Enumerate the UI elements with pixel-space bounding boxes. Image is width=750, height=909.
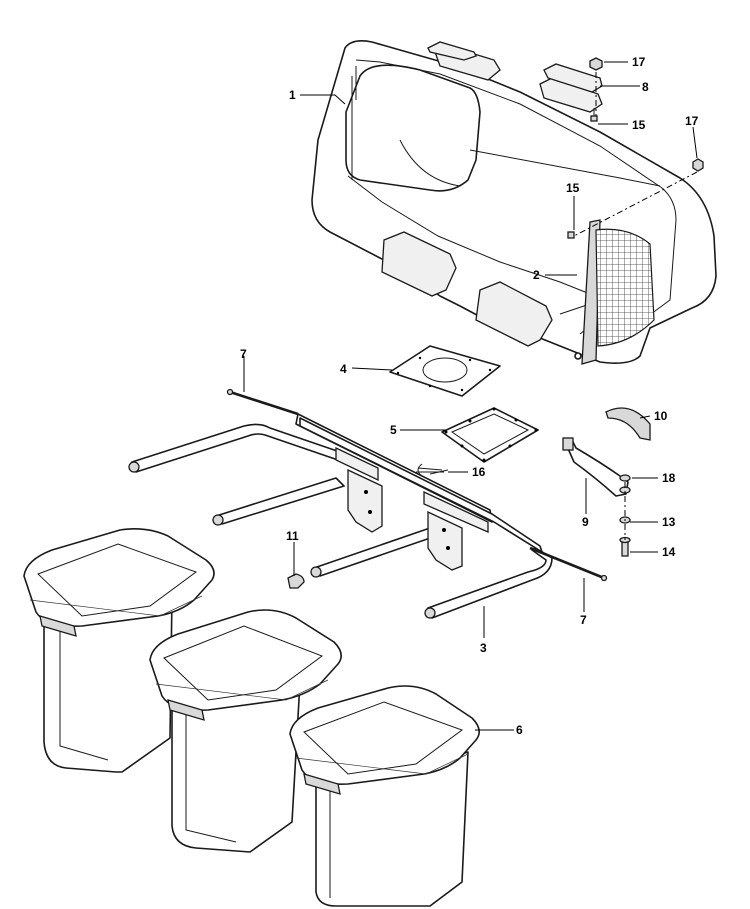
- grass-bag-right: [289, 685, 480, 907]
- callout-5: 5: [390, 423, 397, 437]
- callout-17-right: 17: [685, 114, 699, 128]
- grass-bag-left: [23, 528, 215, 773]
- curved-strap-part: [605, 407, 651, 441]
- mesh-screen-part: [574, 219, 655, 365]
- bolt-14: [619, 536, 631, 557]
- callout-2: 2: [533, 268, 540, 282]
- rod-7-upper: [226, 388, 299, 416]
- nut-17-right: [692, 158, 704, 172]
- nut-17-top: [589, 57, 603, 71]
- grass-bag-middle: [149, 609, 342, 853]
- rod-7-lower: [529, 546, 608, 582]
- callout-1: 1: [289, 88, 296, 102]
- gasket-plate-part: [389, 345, 501, 397]
- callout-6: 6: [516, 723, 523, 737]
- bolt-15-mid: [567, 231, 575, 239]
- callout-15-mid: 15: [566, 181, 580, 195]
- callout-15-top: 15: [632, 118, 646, 132]
- frame-ring-part: [441, 407, 539, 463]
- bag-frame-part: [128, 413, 553, 619]
- callouts: 1 2 3 4 5 6 7 7 8 9 10 11 13 14 15 15 16…: [240, 55, 699, 737]
- leader-lines: [243, 61, 698, 731]
- callout-7-upper: 7: [240, 347, 247, 361]
- callout-10: 10: [654, 409, 668, 423]
- callout-7-lower: 7: [580, 613, 587, 627]
- callout-3: 3: [480, 641, 487, 655]
- callout-16: 16: [472, 465, 486, 479]
- callout-4: 4: [340, 362, 347, 376]
- bolt-15-top: [590, 108, 598, 122]
- callout-17-top: 17: [632, 55, 646, 69]
- callout-18: 18: [662, 471, 676, 485]
- callout-9: 9: [582, 515, 589, 529]
- washer-18: [619, 474, 631, 494]
- callout-11: 11: [286, 529, 299, 543]
- lever-arm-part: [562, 437, 629, 497]
- callout-8: 8: [642, 80, 649, 94]
- callout-14: 14: [662, 545, 676, 559]
- callout-13: 13: [662, 515, 676, 529]
- hairpin-clip-part: [416, 463, 449, 477]
- hopper-housing-part: [311, 40, 717, 364]
- end-cap-part: [287, 573, 305, 589]
